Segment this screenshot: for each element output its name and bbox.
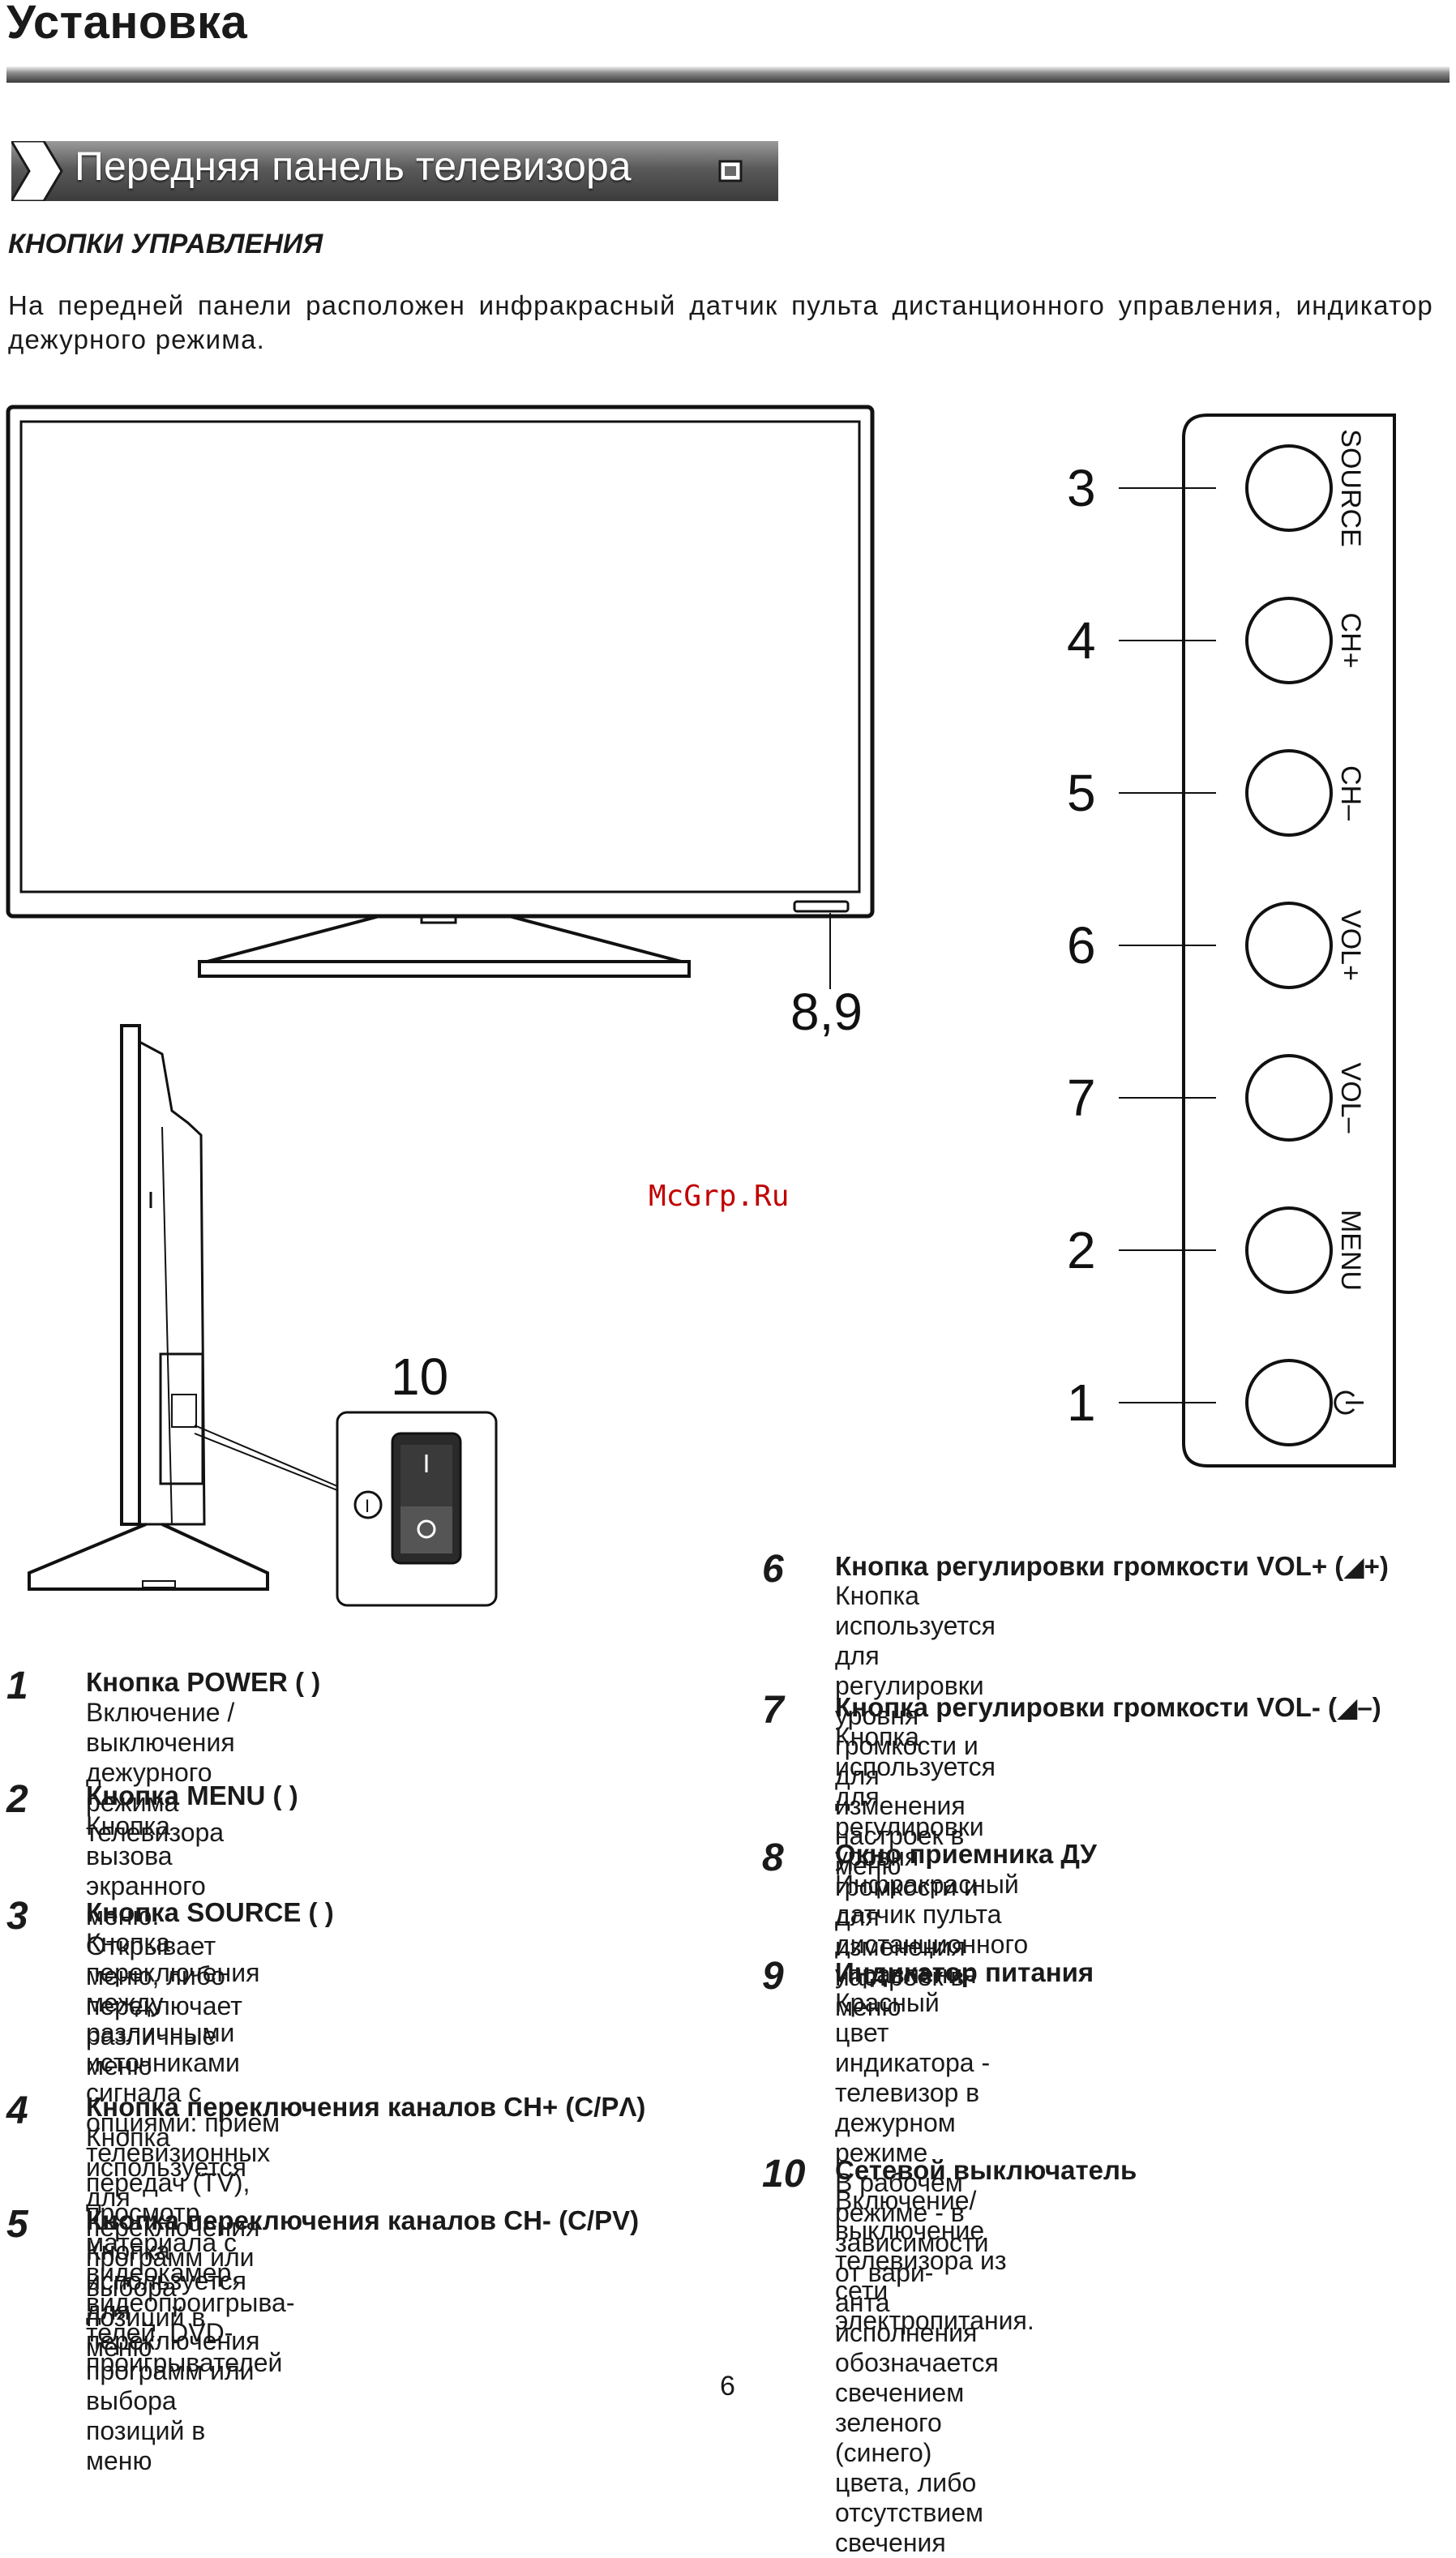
item-title: Кнопка регулировки громкости VOL+ (◢+) bbox=[835, 1551, 1389, 1581]
item-number: 2 bbox=[6, 1778, 28, 1821]
switch-on-mark: I bbox=[365, 1496, 370, 1516]
item-number: 10 bbox=[762, 2153, 806, 2196]
item-title: Индикатор питания bbox=[835, 1957, 1094, 1987]
intro-text: На передней панели расположен инфракрасн… bbox=[8, 290, 1433, 354]
watermark: McGrp.Ru bbox=[649, 1180, 790, 1213]
panel-button-vol[interactable] bbox=[1245, 1054, 1333, 1142]
banner-decor bbox=[11, 141, 743, 201]
panel-button-ch[interactable] bbox=[1245, 749, 1333, 837]
panel-button-power[interactable] bbox=[1245, 1359, 1333, 1446]
item-title: Кнопка MENU ( ) bbox=[86, 1780, 298, 1810]
item-description: Кнопка вызова экранного меню. Открывает … bbox=[86, 1811, 242, 2080]
tv-side-view bbox=[28, 1024, 269, 1591]
item-description: Включение /выключения дежурного режима т… bbox=[86, 1698, 235, 1847]
item-description: Включение/выключение телевизора из сети … bbox=[835, 2186, 1034, 2335]
item-number: 1 bbox=[6, 1665, 28, 1707]
ir-callout: 8,9 bbox=[790, 983, 863, 1041]
power-icon bbox=[1334, 1390, 1364, 1415]
panel-button-number: 6 bbox=[1067, 916, 1096, 975]
panel-button-menu[interactable] bbox=[1245, 1206, 1333, 1294]
panel-button-number: 4 bbox=[1067, 611, 1096, 670]
item-description: Кнопка используется для переключения про… bbox=[86, 2123, 260, 2362]
power-switch-inset: I O bbox=[336, 1411, 498, 1607]
page-title: Установка bbox=[6, 0, 248, 49]
section-banner bbox=[11, 141, 778, 201]
controls-heading: КНОПКИ УПРАВЛЕНИЯ bbox=[8, 229, 323, 259]
item-description: Кнопка переключения между различными ист… bbox=[86, 1928, 295, 2377]
panel-button-label: SOURCE bbox=[1335, 429, 1366, 546]
panel-button-label: CH– bbox=[1335, 765, 1366, 821]
panel-button-label: VOL+ bbox=[1335, 910, 1366, 981]
panel-button-label: VOL– bbox=[1335, 1063, 1366, 1133]
item-title: Кнопка SOURCE ( ) bbox=[86, 1897, 334, 1927]
panel-button-label: CH+ bbox=[1335, 613, 1366, 669]
item-number: 6 bbox=[762, 1548, 784, 1591]
item-number: 4 bbox=[6, 2089, 28, 2132]
panel-buttons: 3 SOURCE 4 CH+ 5 CH– 6 VOL+ 7 VOL– 2 MENU 1 bbox=[1067, 429, 1366, 1446]
item-title: Кнопка регулировки громкости VOL- (◢–) bbox=[835, 1692, 1381, 1722]
tv-diagram: 8,9 I O 10 3 SOURCE 4 CH+ 5 CH– 6 VOL+ 7 VOL– 2 MEN… bbox=[6, 405, 1396, 1607]
switch-callout: 10 bbox=[391, 1348, 448, 1406]
item-title: Кнопка POWER ( ) bbox=[86, 1667, 321, 1697]
panel-button-number: 7 bbox=[1067, 1069, 1096, 1127]
panel-button-number: 5 bbox=[1067, 764, 1096, 822]
item-description: Кнопка используется для переключения про… bbox=[86, 2236, 260, 2475]
item-description: Кнопка используется для регулировки уров… bbox=[835, 1581, 996, 1880]
item-number: 3 bbox=[6, 1895, 28, 1938]
section-title: Передняя панель телевизора bbox=[75, 144, 632, 189]
panel-button-label: MENU bbox=[1335, 1210, 1366, 1291]
panel-button-source[interactable] bbox=[1245, 444, 1333, 532]
panel-button-ch[interactable] bbox=[1245, 597, 1333, 684]
panel-button-vol[interactable] bbox=[1245, 902, 1333, 989]
panel-button-number: 2 bbox=[1067, 1221, 1096, 1279]
item-number: 7 bbox=[762, 1689, 784, 1732]
item-description: Инфракрасный датчик пульта дистанционног… bbox=[835, 1870, 1029, 1989]
title-rule bbox=[6, 66, 1450, 83]
item-title: Сетевой выключатель bbox=[835, 2155, 1137, 2185]
item-title: Кнопка переключения каналов CH+ (С/РΛ) bbox=[86, 2092, 646, 2122]
item-title: Кнопка переключения каналов CH- (С/РV) bbox=[86, 2205, 640, 2235]
panel-button-number: 3 bbox=[1067, 459, 1096, 517]
tv-front-view bbox=[6, 405, 875, 978]
page-number: 6 bbox=[720, 2371, 735, 2402]
item-number: 8 bbox=[762, 1836, 784, 1879]
item-title: Окно приемника ДУ bbox=[835, 1839, 1097, 1869]
panel-button-number: 1 bbox=[1067, 1373, 1096, 1432]
item-number: 9 bbox=[762, 1955, 784, 1998]
item-description: Кнопка используется для регулировки уров… bbox=[835, 1722, 996, 2021]
switch-leader-top bbox=[194, 1425, 338, 1487]
item-number: 5 bbox=[6, 2203, 28, 2246]
switch-leader-bottom bbox=[194, 1433, 338, 1491]
